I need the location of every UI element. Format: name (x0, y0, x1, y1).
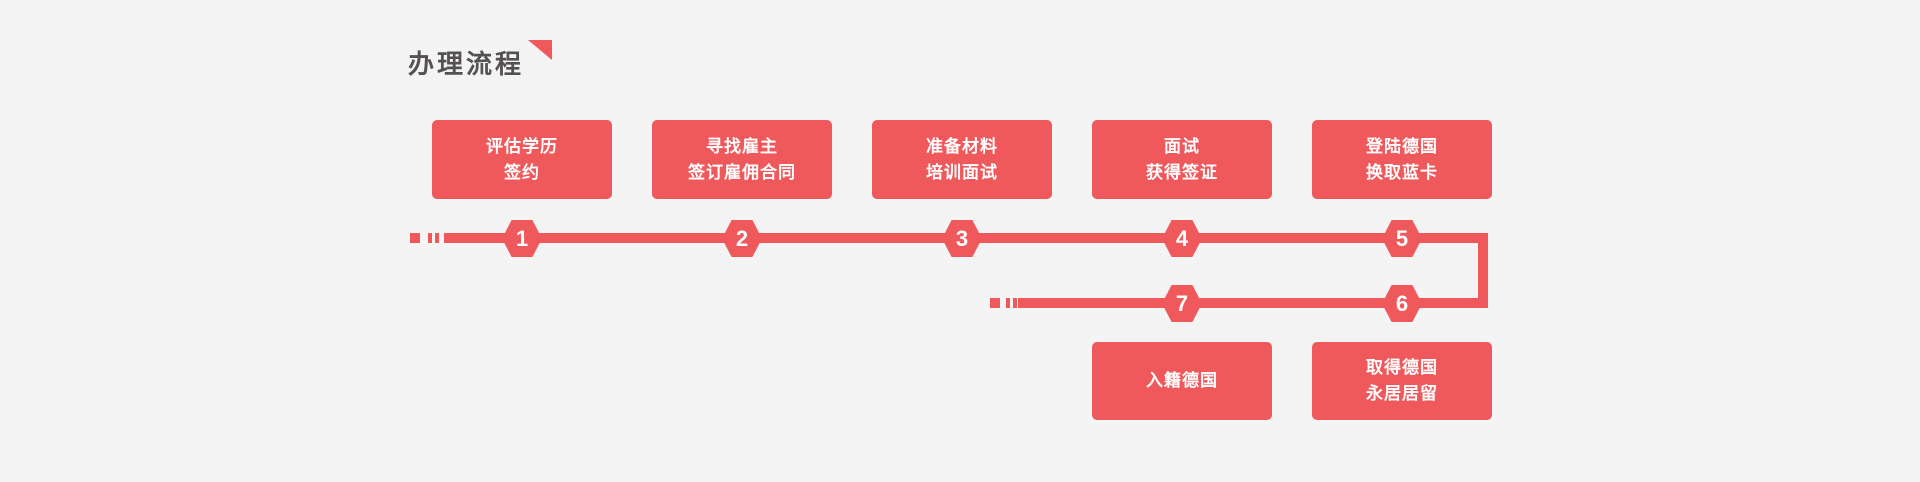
step-marker-2: 2 (722, 220, 762, 257)
step-marker-3: 3 (942, 220, 982, 257)
step-marker-1: 1 (502, 220, 542, 257)
section-title: 办理流程 (408, 49, 525, 79)
step-box-5: 登陆德国 换取蓝卡 (1312, 120, 1492, 199)
step-box-4-label: 面试 获得签证 (1146, 136, 1218, 182)
step-marker-2-number: 2 (735, 225, 749, 251)
title-corner-triangle-icon (528, 40, 552, 60)
step-box-7-label: 入籍德国 (1146, 371, 1218, 390)
step-box-6-label: 取得德国 永居居留 (1366, 358, 1438, 403)
step-box-3-label: 准备材料 培训面试 (926, 136, 998, 182)
step-marker-3-number: 3 (955, 225, 969, 251)
step-box-2: 寻找雇主 签订雇佣合同 (652, 120, 832, 199)
step-marker-4-number: 4 (1175, 225, 1189, 251)
step-box-5-label: 登陆德国 换取蓝卡 (1366, 136, 1438, 182)
step-marker-7: 7 (1162, 285, 1202, 322)
step-box-3: 准备材料 培训面试 (872, 120, 1052, 199)
flow-line-row2 (1018, 298, 1488, 308)
step-marker-6-number: 6 (1395, 290, 1409, 316)
step-marker-7-number: 7 (1175, 290, 1189, 316)
flow-line2-start-dash (1006, 298, 1010, 308)
flow-line1-start-dash (435, 233, 439, 243)
flow-line2-start-square (990, 298, 1000, 308)
step-marker-5: 5 (1382, 220, 1422, 257)
flow-line1-start-dash (428, 233, 432, 243)
step-marker-6: 6 (1382, 285, 1422, 322)
step-marker-1-number: 1 (515, 225, 529, 251)
flow-line1-start-square (410, 233, 420, 243)
flow-line2-start-dash (1013, 298, 1017, 308)
step-box-7: 入籍德国 (1092, 342, 1272, 420)
flow-line-connector (1478, 233, 1488, 308)
step-marker-5-number: 5 (1395, 225, 1409, 251)
step-box-2-label: 寻找雇主 签订雇佣合同 (688, 136, 796, 182)
step-box-4: 面试 获得签证 (1092, 120, 1272, 199)
step-box-1-label: 评估学历 签约 (486, 136, 558, 182)
step-box-6: 取得德国 永居居留 (1312, 342, 1492, 420)
step-marker-4: 4 (1162, 220, 1202, 257)
step-box-1: 评估学历 签约 (432, 120, 612, 199)
